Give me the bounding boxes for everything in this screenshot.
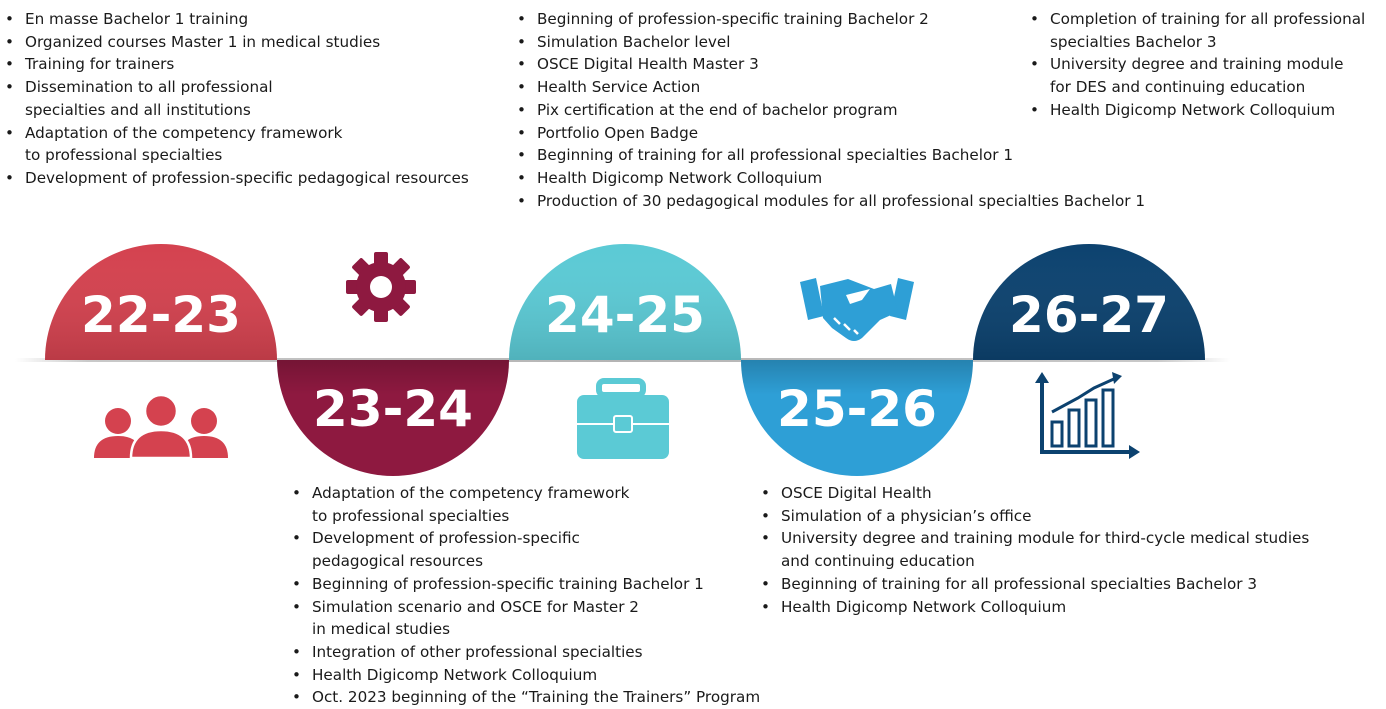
milestone-item: University degree and training module fo… xyxy=(756,527,1309,572)
milestone-item: Health Digicomp Network Colloquium xyxy=(512,167,1145,190)
period-label-25-26: 25-26 xyxy=(777,380,937,438)
milestones-26-27: Completion of training for all professio… xyxy=(1025,8,1365,122)
period-25-26: 25-26 xyxy=(741,360,973,476)
milestone-item: OSCE Digital Health Master 3 xyxy=(512,53,1145,76)
handshake-icon xyxy=(800,278,914,341)
milestone-item: University degree and training modulefor… xyxy=(1025,53,1365,98)
milestone-item: Beginning of profession-specific trainin… xyxy=(287,573,760,596)
period-22-23: 22-23 xyxy=(45,244,277,360)
milestone-item: Development of profession-specificpedago… xyxy=(287,527,760,572)
milestone-item: Simulation Bachelor level xyxy=(512,31,1145,54)
milestones-22-23: En masse Bachelor 1 trainingOrganized co… xyxy=(0,8,469,190)
milestone-item: Production of 30 pedagogical modules for… xyxy=(512,190,1145,213)
milestone-item: Health Digicomp Network Colloquium xyxy=(1025,99,1365,122)
milestone-item: Beginning of profession-specific trainin… xyxy=(512,8,1145,31)
period-24-25: 24-25 xyxy=(509,244,741,360)
milestone-item: Health Digicomp Network Colloquium xyxy=(756,596,1309,619)
milestone-item: Organized courses Master 1 in medical st… xyxy=(0,31,469,54)
milestone-item: Portfolio Open Badge xyxy=(512,122,1145,145)
milestone-item: Training for trainers xyxy=(0,53,469,76)
milestone-item: Integration of other professional specia… xyxy=(287,641,760,664)
briefcase-icon xyxy=(577,378,669,459)
period-label-22-23: 22-23 xyxy=(81,286,241,344)
milestone-item: Health Service Action xyxy=(512,76,1145,99)
milestone-item: Health Digicomp Network Colloquium xyxy=(287,664,760,687)
milestone-item: Pix certification at the end of bachelor… xyxy=(512,99,1145,122)
people-icon xyxy=(94,393,228,460)
period-label-24-25: 24-25 xyxy=(545,286,705,344)
milestone-item: Simulation of a physician’s office xyxy=(756,505,1309,528)
milestone-item: OSCE Digital Health xyxy=(756,482,1309,505)
milestones-25-26: OSCE Digital HealthSimulation of a physi… xyxy=(756,482,1309,618)
period-23-24: 23-24 xyxy=(277,360,509,476)
milestone-item: Simulation scenario and OSCE for Master … xyxy=(287,596,760,641)
period-label-23-24: 23-24 xyxy=(313,380,473,438)
milestone-item: Dissemination to all professionalspecial… xyxy=(0,76,469,121)
milestone-item: Adaptation of the competency frameworkto… xyxy=(287,482,760,527)
milestone-item: Oct. 2023 beginning of the “Training the… xyxy=(287,686,760,709)
growth-chart-icon xyxy=(1035,372,1140,459)
period-label-26-27: 26-27 xyxy=(1009,286,1169,344)
milestones-23-24: Adaptation of the competency frameworkto… xyxy=(287,482,760,709)
milestone-item: Beginning of training for all profession… xyxy=(756,573,1309,596)
gear-icon xyxy=(346,252,416,322)
milestone-item: Completion of training for all professio… xyxy=(1025,8,1365,53)
milestone-item: Beginning of training for all profession… xyxy=(512,144,1145,167)
milestone-item: En masse Bachelor 1 training xyxy=(0,8,469,31)
period-26-27: 26-27 xyxy=(973,244,1205,360)
milestone-item: Adaptation of the competency frameworkto… xyxy=(0,122,469,167)
milestone-item: Development of profession-specific pedag… xyxy=(0,167,469,190)
milestones-24-25: Beginning of profession-specific trainin… xyxy=(512,8,1145,212)
